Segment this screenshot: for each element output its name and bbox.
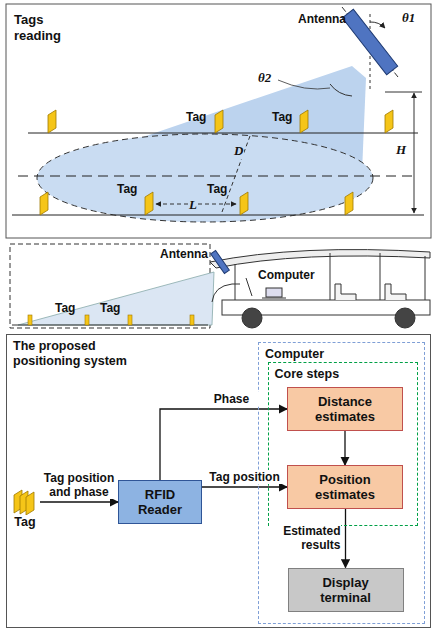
box-label: Position estimates — [295, 472, 395, 502]
dimension-label: θ1 — [402, 10, 415, 26]
antenna-symbol — [342, 9, 397, 74]
panel-frame — [6, 4, 431, 238]
dimension-label: L — [188, 197, 198, 213]
box-label: RFID Reader — [131, 487, 189, 517]
tag-symbols — [40, 110, 393, 215]
connector-arrow — [202, 486, 287, 487]
part-label: Computer — [258, 268, 315, 283]
part-label: Tag — [207, 182, 227, 197]
connector-arrow — [344, 431, 345, 465]
leader-line — [278, 80, 330, 89]
antenna-symbol — [211, 250, 230, 273]
dimension-label: θ2 — [258, 70, 271, 86]
process-box: Distance estimates — [287, 387, 403, 431]
road-line — [28, 133, 418, 134]
process-box: RFID Reader — [118, 480, 202, 524]
road-line — [12, 215, 424, 216]
edge-label: Tag position — [205, 470, 284, 484]
connector-arrow — [345, 509, 346, 568]
group-box: Core stepsDistance estimatesPosition est… — [268, 362, 418, 526]
read-zone — [37, 134, 373, 222]
edge-label: Estimated results — [269, 524, 341, 552]
antenna-beam — [18, 272, 214, 325]
dimension-label: H — [396, 142, 406, 158]
process-box: Display terminal — [288, 568, 404, 612]
box-label: Tag — [10, 515, 40, 530]
edge-label: Tag position and phase — [43, 471, 115, 499]
part-label: Tag — [117, 182, 137, 197]
box-label: Distance estimates — [295, 394, 395, 424]
antenna-axis — [342, 7, 398, 77]
angle-arc — [330, 84, 352, 96]
part-label: Antenna — [160, 247, 208, 262]
part-label: Tag — [55, 301, 75, 316]
connector-arrow — [40, 501, 118, 502]
group-title: Core steps — [275, 367, 395, 382]
ground-line — [12, 325, 208, 326]
edge-label: Phase — [202, 392, 262, 406]
tag-symbols — [28, 315, 194, 325]
tag-icon — [10, 489, 40, 515]
part-label: Tag — [272, 110, 292, 125]
angle-arc — [370, 22, 385, 28]
part-label: Tag — [100, 301, 120, 316]
height-dimension — [414, 93, 415, 213]
process-box: Position estimates — [287, 465, 403, 509]
part-label: Antenna — [298, 12, 346, 27]
group-title: Computer — [265, 347, 385, 362]
tag-node: Tag — [10, 489, 40, 530]
width-dimension — [222, 136, 250, 212]
box-label: Display terminal — [296, 575, 396, 605]
part-label: Tag — [186, 110, 206, 125]
part-label: Tags reading — [14, 12, 66, 44]
vehicle — [210, 250, 430, 328]
dimension-label: D — [233, 143, 244, 159]
road-centerline — [18, 176, 418, 177]
height-tick — [385, 92, 422, 93]
group-title: The proposed positioning system — [13, 339, 131, 369]
